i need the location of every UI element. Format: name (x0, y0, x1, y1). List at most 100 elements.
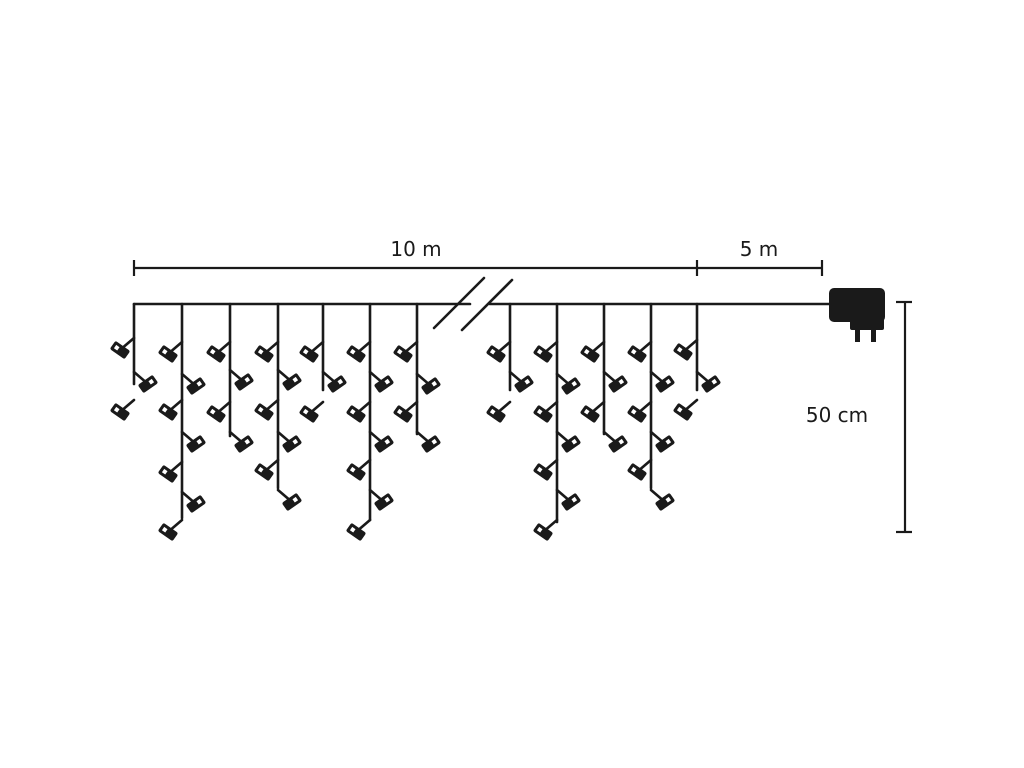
led-bulb-icon (608, 435, 628, 453)
bulb-highlight (349, 526, 356, 533)
led-bulb-icon (627, 463, 647, 481)
bulb-highlight (244, 376, 251, 383)
led-bulb-icon (138, 375, 158, 393)
led-bulb-icon (282, 373, 302, 391)
bulb-highlight (676, 346, 683, 353)
bulb-highlight (161, 526, 168, 533)
bulb-highlight (196, 498, 203, 505)
bulb-highlight (676, 406, 683, 413)
bulb-highlight (396, 408, 403, 415)
icicle-drop (158, 302, 206, 541)
bulb-highlight (384, 378, 391, 385)
led-bulb-icon (533, 463, 553, 481)
bulb-highlight (349, 348, 356, 355)
dimension-label-lead: 5 m (740, 237, 779, 261)
led-bulb-icon (580, 345, 600, 363)
bulb-highlight (571, 438, 578, 445)
led-bulb-icon (206, 405, 226, 423)
bulb-highlight (536, 526, 543, 533)
led-bulb-icon (421, 377, 441, 395)
led-bulb-icon (186, 377, 206, 395)
bulb-highlight (618, 378, 625, 385)
icicle-drop (206, 302, 254, 453)
bulb-highlight (196, 380, 203, 387)
led-bulb-icon (158, 465, 178, 483)
led-bulb-icon (186, 435, 206, 453)
bulb-highlight (257, 406, 264, 413)
led-bulb-icon (655, 435, 675, 453)
dimension-drop-height: 50 cm (806, 300, 912, 534)
bulb-highlight (431, 380, 438, 387)
led-bulb-icon (561, 377, 581, 395)
led-bulb-icon (655, 493, 675, 511)
cable-break-icon (432, 276, 514, 332)
led-bulb-icon (393, 345, 413, 363)
bulb-highlight (349, 466, 356, 473)
led-bulb-icon (282, 435, 302, 453)
led-bulb-icon (254, 403, 274, 421)
icicle-drop (299, 302, 347, 423)
icicle-drop (673, 302, 721, 421)
bulb-highlight (209, 348, 216, 355)
led-bulb-icon (627, 405, 647, 423)
bulb-highlight (292, 438, 299, 445)
led-bulb-icon (206, 345, 226, 363)
power-adapter-icon (829, 288, 885, 342)
bulb-highlight (337, 378, 344, 385)
bulb-highlight (536, 466, 543, 473)
icicle-drop (580, 302, 628, 453)
bulb-highlight (583, 408, 590, 415)
led-bulb-icon (299, 345, 319, 363)
led-bulb-icon (655, 375, 675, 393)
bulb-highlight (489, 348, 496, 355)
led-bulb-icon (327, 375, 347, 393)
bulb-highlight (161, 348, 168, 355)
bulb-highlight (665, 378, 672, 385)
bulb-highlight (209, 408, 216, 415)
led-bulb-icon (346, 523, 366, 541)
icicle-drop (533, 302, 581, 541)
led-bulb-icon (673, 403, 693, 421)
led-bulb-icon (282, 493, 302, 511)
led-bulb-icon (561, 435, 581, 453)
bulb-highlight (630, 348, 637, 355)
bulb-highlight (113, 406, 120, 413)
bulb-highlight (384, 438, 391, 445)
led-bulb-icon (346, 405, 366, 423)
dimension-lead-length: 5 m (697, 237, 824, 276)
bulb-highlight (396, 348, 403, 355)
led-bulb-icon (234, 373, 254, 391)
led-bulb-icon (421, 435, 441, 453)
led-bulb-icon (580, 405, 600, 423)
icicle-drop (254, 302, 302, 511)
led-bulb-icon (374, 493, 394, 511)
icicle-drop (346, 302, 394, 541)
bulb-highlight (665, 438, 672, 445)
icicle-drop (110, 302, 158, 421)
icicle-drop (627, 302, 675, 511)
bulb-highlight (244, 438, 251, 445)
bulb-highlight (665, 496, 672, 503)
led-bulb-icon (110, 341, 130, 359)
led-bulb-icon (533, 405, 553, 423)
bulb-highlight (630, 408, 637, 415)
bulb-highlight (292, 496, 299, 503)
bulb-highlight (536, 348, 543, 355)
led-bulb-icon (701, 375, 721, 393)
bulb-highlight (113, 344, 120, 351)
icicle-drop (393, 302, 441, 453)
bulb-highlight (630, 466, 637, 473)
led-bulb-icon (234, 435, 254, 453)
dimension-label-main: 10 m (390, 237, 441, 261)
bulb-highlight (571, 380, 578, 387)
led-bulb-icon (486, 405, 506, 423)
icicle-drop (486, 302, 534, 423)
bulb-highlight (489, 408, 496, 415)
led-bulb-icon (673, 343, 693, 361)
icicle-drops (110, 302, 721, 541)
bulb-highlight (196, 438, 203, 445)
bulb-highlight (711, 378, 718, 385)
led-bulb-icon (608, 375, 628, 393)
led-bulb-icon (299, 405, 319, 423)
led-bulb-icon (374, 375, 394, 393)
